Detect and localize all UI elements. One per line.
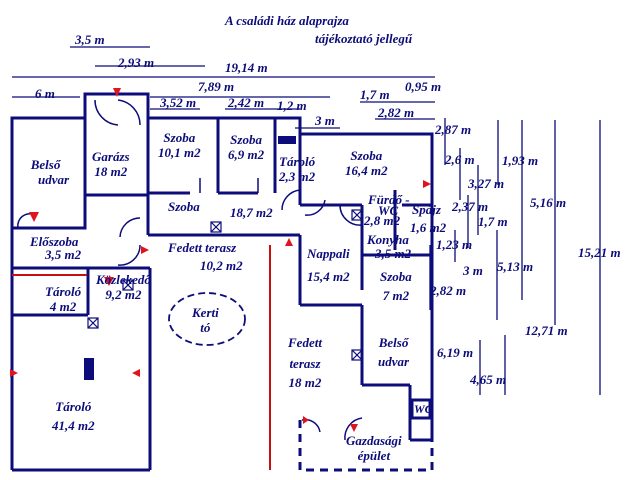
room-name: Tároló	[279, 154, 316, 169]
dimension-label: 19,14 m	[225, 60, 268, 75]
room-area: 6,9 m2	[228, 146, 265, 162]
room-name: épület	[357, 447, 391, 463]
room-tarolo-4: Tároló 4 m2	[45, 284, 82, 315]
room-szoba-4: Szoba	[168, 199, 200, 215]
room-szoba-5: Szoba 7 m2	[380, 269, 412, 304]
room-kozlekedo: Közlekedő 9,2 m2	[96, 272, 151, 303]
dimension-label: 5,16 m	[530, 195, 567, 210]
room-name: Spájz	[412, 202, 441, 217]
room-name: Garázs	[92, 149, 130, 164]
dimension-label: 5,13 m	[497, 259, 534, 274]
plan-subtitle: tájékoztató jellegű	[315, 31, 413, 46]
room-area: 2,8 m2	[364, 213, 401, 228]
room-name: Konyha	[367, 232, 409, 247]
dimension-label: 2,82 m	[430, 283, 467, 298]
room-name: Fedett terasz	[168, 240, 237, 255]
pond-kerti-to: Kerti tó	[192, 305, 219, 336]
room-name: udvar	[38, 171, 70, 187]
room-area: 2,3 m2	[279, 168, 316, 184]
room-name: Belső	[378, 335, 409, 350]
room-area: 10,1 m2	[158, 144, 201, 160]
room-area: 10,2 m2	[200, 258, 243, 273]
dimension-label: 6 m	[35, 86, 55, 101]
room-area: 1,6 m2	[410, 220, 447, 235]
room-area: 3,5 m2	[45, 247, 82, 262]
room-area: 4 m2	[49, 298, 77, 314]
dimension-label: 3 m	[315, 113, 335, 128]
room-name: Szoba	[230, 132, 262, 147]
room-area: 3,5 m2	[375, 246, 412, 261]
room-name: Fürdő -	[368, 192, 410, 207]
dimension-label: 6,19 m	[437, 345, 474, 360]
room-name: udvar	[378, 353, 410, 369]
room-area: 18 m2	[94, 163, 128, 179]
room-name: Tároló	[55, 399, 92, 414]
dimension-label: 3,27 m	[468, 176, 505, 191]
room-name: Gazdasági	[346, 433, 402, 448]
dimension-label: 1,7 m	[478, 214, 508, 229]
dimension-label: 1,93 m	[502, 153, 539, 168]
room-area: 15,4 m2	[307, 268, 350, 284]
room-area: 9,2 m2	[105, 286, 142, 302]
room-area: 18 m2	[288, 374, 322, 390]
room-area: 18,7 m2	[230, 205, 273, 220]
room-belso-udvar-2: Belső udvar	[378, 335, 410, 370]
dimension-label: 3,5 m	[75, 32, 105, 47]
room-name: Szoba	[380, 269, 412, 284]
room-name: Fedett	[288, 335, 322, 350]
dimension-label: 12,71 m	[525, 323, 568, 338]
room-szoba-1: Szoba 10,1 m2	[158, 130, 201, 161]
room-tarolo-small: Tároló 2,3 m2	[279, 154, 316, 185]
room-szoba-2: Szoba 6,9 m2	[228, 132, 265, 163]
dimension-label: 4,65 m	[470, 372, 507, 387]
dimension-label: 3 m	[463, 263, 483, 278]
room-name: Szoba	[350, 148, 383, 163]
dimension-label: 15,21 m	[578, 245, 621, 260]
dimension-label: 1,2 m	[277, 98, 307, 113]
dimension-label: 1,23 m	[436, 237, 473, 252]
room-name: Kerti	[192, 305, 219, 320]
room-name: Tároló	[45, 284, 82, 299]
room-belso-udvar-1: Belső udvar	[22, 157, 70, 188]
room-gazdasagi-epulet: Gazdasági épület	[346, 433, 402, 464]
room-garazs: Garázs 18 m2	[92, 149, 130, 180]
dimension-label: 7,89 m	[198, 79, 235, 94]
dimension-label: 2,82 m	[378, 105, 415, 120]
room-name: Közlekedő	[96, 272, 151, 287]
room-name: Belső	[30, 157, 61, 172]
room-tarolo-big: Tároló 41,4 m2	[52, 399, 95, 434]
room-fedett-terasz-2: Fedett terasz 18 m2	[288, 335, 322, 391]
room-name: Nappali	[307, 246, 350, 261]
room-name: terasz	[289, 355, 321, 371]
room-name: Szoba	[168, 199, 200, 214]
room-name: Előszoba	[30, 234, 79, 249]
room-name: WC	[378, 203, 399, 218]
room-name: Szoba	[163, 130, 196, 145]
room-area: 41,4 m2	[52, 417, 95, 433]
dimension-label: 3,52 m	[160, 95, 197, 110]
dimension-label: 2,93 m	[118, 55, 155, 70]
dimension-label: 1,7 m	[360, 87, 390, 102]
dimension-label: 2,37 m	[452, 199, 489, 214]
dimension-label: 2,87 m	[435, 122, 472, 137]
room-nappali: Nappali 15,4 m2	[307, 246, 350, 285]
room-szoba-3: Szoba 16,4 m2	[345, 148, 388, 179]
room-name: WC	[414, 402, 433, 416]
room-area: 7 m2	[382, 287, 410, 303]
room-area: 16,4 m2	[345, 162, 388, 178]
dimension-label: 2,6 m	[445, 152, 475, 167]
room-name: tó	[200, 319, 211, 335]
dimension-label: 0,95 m	[405, 79, 442, 94]
dimension-label: 2,42 m	[228, 95, 265, 110]
plan-title: A családi ház alaprajza	[225, 13, 349, 28]
